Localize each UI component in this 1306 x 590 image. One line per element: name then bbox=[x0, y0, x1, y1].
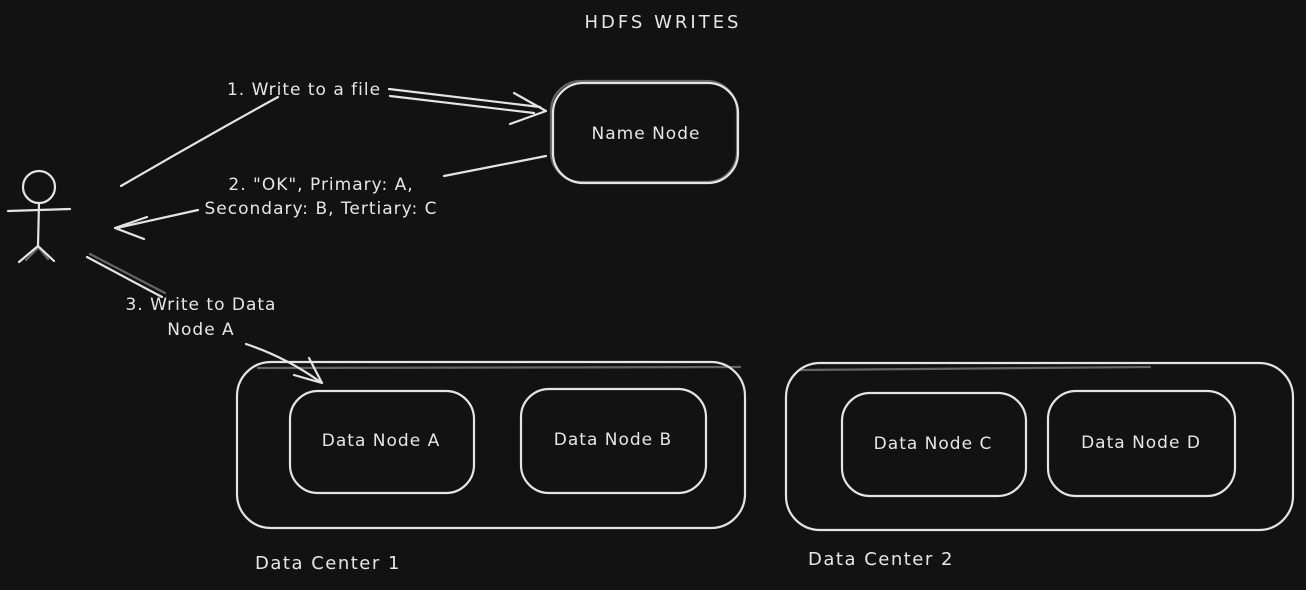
arrow-step2-shaft bbox=[115, 208, 200, 230]
data-center-1-sketch bbox=[256, 365, 742, 370]
data-center-1-label: Data Center 1 bbox=[255, 553, 401, 574]
data-node-a-rect bbox=[288, 389, 476, 495]
arrow-step1-shaft-lower bbox=[388, 94, 536, 115]
name-node-box bbox=[549, 79, 740, 185]
arrow-step3 bbox=[85, 252, 324, 385]
stick-figure-arms bbox=[6, 207, 72, 213]
arrow-step3-tail bbox=[85, 255, 164, 299]
arrow-step3-label: 3. Write to Data Node A bbox=[125, 295, 277, 340]
arrow-step1-label: 1. Write to a file bbox=[226, 80, 382, 100]
data-center-1-rect bbox=[235, 360, 747, 530]
data-node-b-label: Data Node B bbox=[553, 430, 673, 450]
data-node-d-label: Data Node D bbox=[1081, 433, 1201, 453]
stick-figure-left-leg bbox=[17, 244, 40, 264]
data-node-b-rect bbox=[519, 387, 708, 495]
name-node-rect-sketch bbox=[549, 79, 739, 184]
stick-figure-leg-sketch bbox=[24, 246, 50, 262]
data-center-2-box bbox=[784, 361, 1295, 532]
data-center-2-label: Data Center 2 bbox=[808, 549, 954, 570]
arrow-step1 bbox=[119, 87, 548, 188]
data-node-c-rect bbox=[840, 391, 1028, 498]
arrow-step2-label: 2. "OK", Primary: A, Secondary: B, Terti… bbox=[204, 175, 438, 219]
arrow-step3-tail-sketch bbox=[88, 252, 167, 295]
stick-figure-person-icon bbox=[6, 169, 72, 264]
arrow-step2-tail bbox=[442, 154, 548, 178]
data-node-a-label: Data Node A bbox=[321, 431, 441, 451]
arrow-step3-shaft bbox=[244, 342, 321, 383]
data-center-2-sketch bbox=[798, 365, 1152, 372]
data-node-c-label: Data Node C bbox=[873, 434, 993, 454]
arrow-step3-head bbox=[292, 356, 324, 385]
diagram-title: HDFS WRITES bbox=[584, 12, 742, 33]
data-center-2-rect bbox=[784, 361, 1295, 532]
stick-figure-right-leg bbox=[36, 244, 56, 263]
stick-figure-head bbox=[21, 169, 57, 205]
data-node-d-rect bbox=[1046, 389, 1237, 498]
arrow-step1-shaft-upper bbox=[387, 87, 542, 109]
arrow-step2-head bbox=[113, 215, 149, 241]
name-node-rect bbox=[551, 81, 740, 185]
arrow-step1-tail bbox=[119, 95, 280, 188]
name-node-label: Name Node bbox=[591, 124, 701, 144]
arrow-step2 bbox=[113, 154, 548, 241]
arrow-step1-head bbox=[508, 91, 548, 126]
data-center-1-box bbox=[235, 360, 747, 530]
